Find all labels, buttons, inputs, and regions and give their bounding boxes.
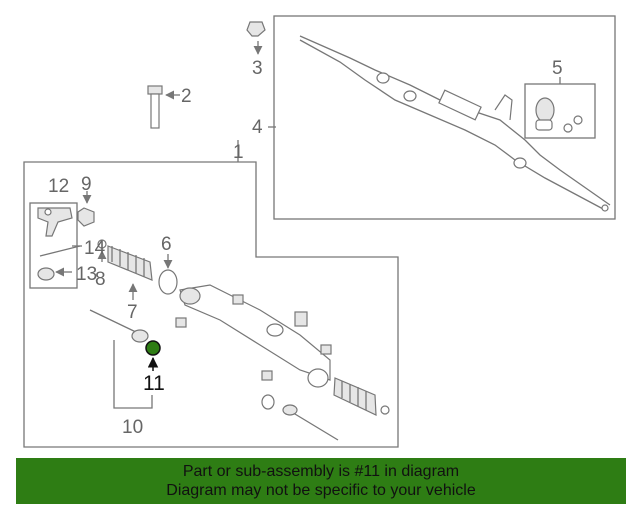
banner-line-1: Part or sub-assembly is #11 in diagram bbox=[182, 463, 460, 480]
callout-5: 5 bbox=[552, 58, 563, 79]
tie-rod-end bbox=[37, 191, 107, 281]
part-6-clamp bbox=[158, 254, 178, 295]
callout-12: 12 bbox=[48, 176, 69, 197]
callout-11: 11 bbox=[143, 372, 165, 395]
callout-10: 10 bbox=[122, 417, 143, 438]
callout-4: 4 bbox=[252, 117, 263, 138]
callout-2: 2 bbox=[181, 86, 192, 107]
part-2-bolt bbox=[147, 85, 180, 129]
part-3-nut bbox=[246, 21, 266, 55]
callout-7: 7 bbox=[127, 302, 138, 323]
callout-14: 14 bbox=[84, 238, 106, 259]
part-7-boot bbox=[107, 245, 153, 300]
rack-housing bbox=[175, 284, 390, 441]
callout-1: 1 bbox=[233, 142, 244, 163]
callout-8: 8 bbox=[95, 269, 106, 290]
part-10-tie-rod bbox=[89, 309, 153, 409]
info-banner: Part or sub-assembly is #11 in diagram D… bbox=[16, 458, 626, 504]
callout-9: 9 bbox=[81, 174, 92, 195]
callout-13: 13 bbox=[76, 264, 97, 285]
callout-6: 6 bbox=[161, 234, 172, 255]
gear-assembly-box bbox=[273, 15, 616, 220]
callout-3: 3 bbox=[252, 58, 263, 79]
part-11-highlighted bbox=[145, 340, 161, 371]
banner-line-2: Diagram may not be specific to your vehi… bbox=[166, 482, 476, 499]
